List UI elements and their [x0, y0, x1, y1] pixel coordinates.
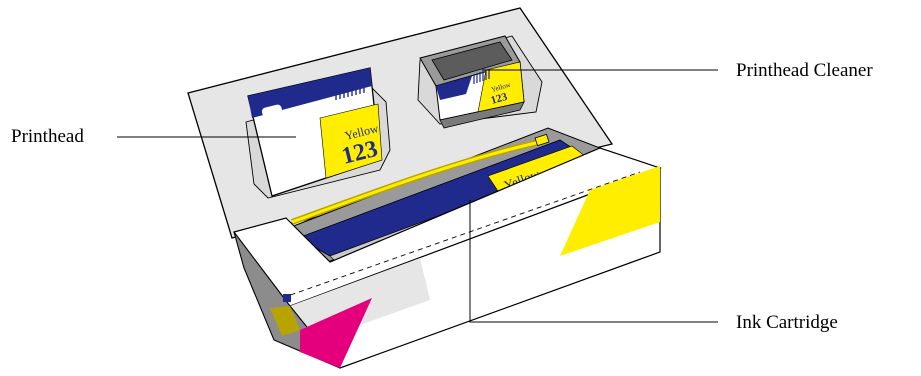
printhead-cleaner-label: Printhead Cleaner: [736, 61, 873, 80]
ink-cartridge-label: Ink Cartridge: [736, 313, 838, 332]
box-navy-tab: [283, 294, 291, 302]
printhead-label: Printhead: [11, 127, 84, 146]
